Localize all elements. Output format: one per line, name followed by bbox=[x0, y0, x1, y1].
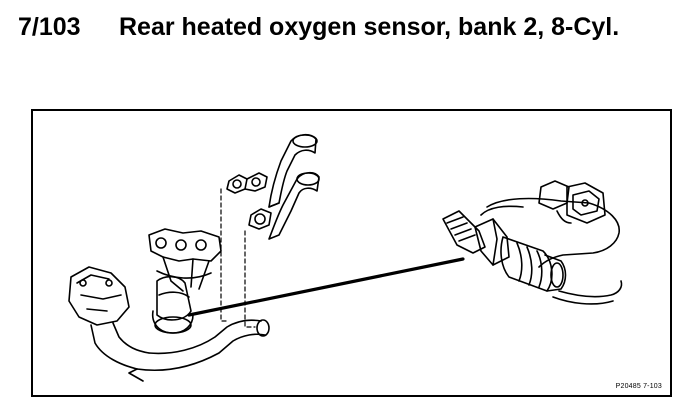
lower-exhaust-pipe bbox=[268, 171, 320, 240]
gasket-upper bbox=[226, 172, 268, 194]
figure-frame: P20485 7-103 bbox=[31, 109, 672, 397]
section-number: 7/103 bbox=[18, 13, 81, 41]
exhaust-manifold bbox=[148, 228, 222, 292]
catalytic-converter-rear bbox=[151, 275, 194, 334]
y-pipe bbox=[128, 319, 270, 382]
sensor-pointer-line bbox=[187, 257, 465, 317]
alignment-dashes bbox=[220, 188, 256, 328]
upper-exhaust-pipe bbox=[268, 133, 318, 208]
gasket-lower bbox=[248, 208, 272, 230]
exhaust-sensor-illustration bbox=[68, 133, 623, 382]
catalytic-converter-front bbox=[68, 266, 150, 370]
oxygen-sensor-detail bbox=[442, 180, 623, 305]
section-title: Rear heated oxygen sensor, bank 2, 8-Cyl… bbox=[119, 13, 620, 41]
figure-reference-code: P20485 7-103 bbox=[615, 383, 662, 390]
